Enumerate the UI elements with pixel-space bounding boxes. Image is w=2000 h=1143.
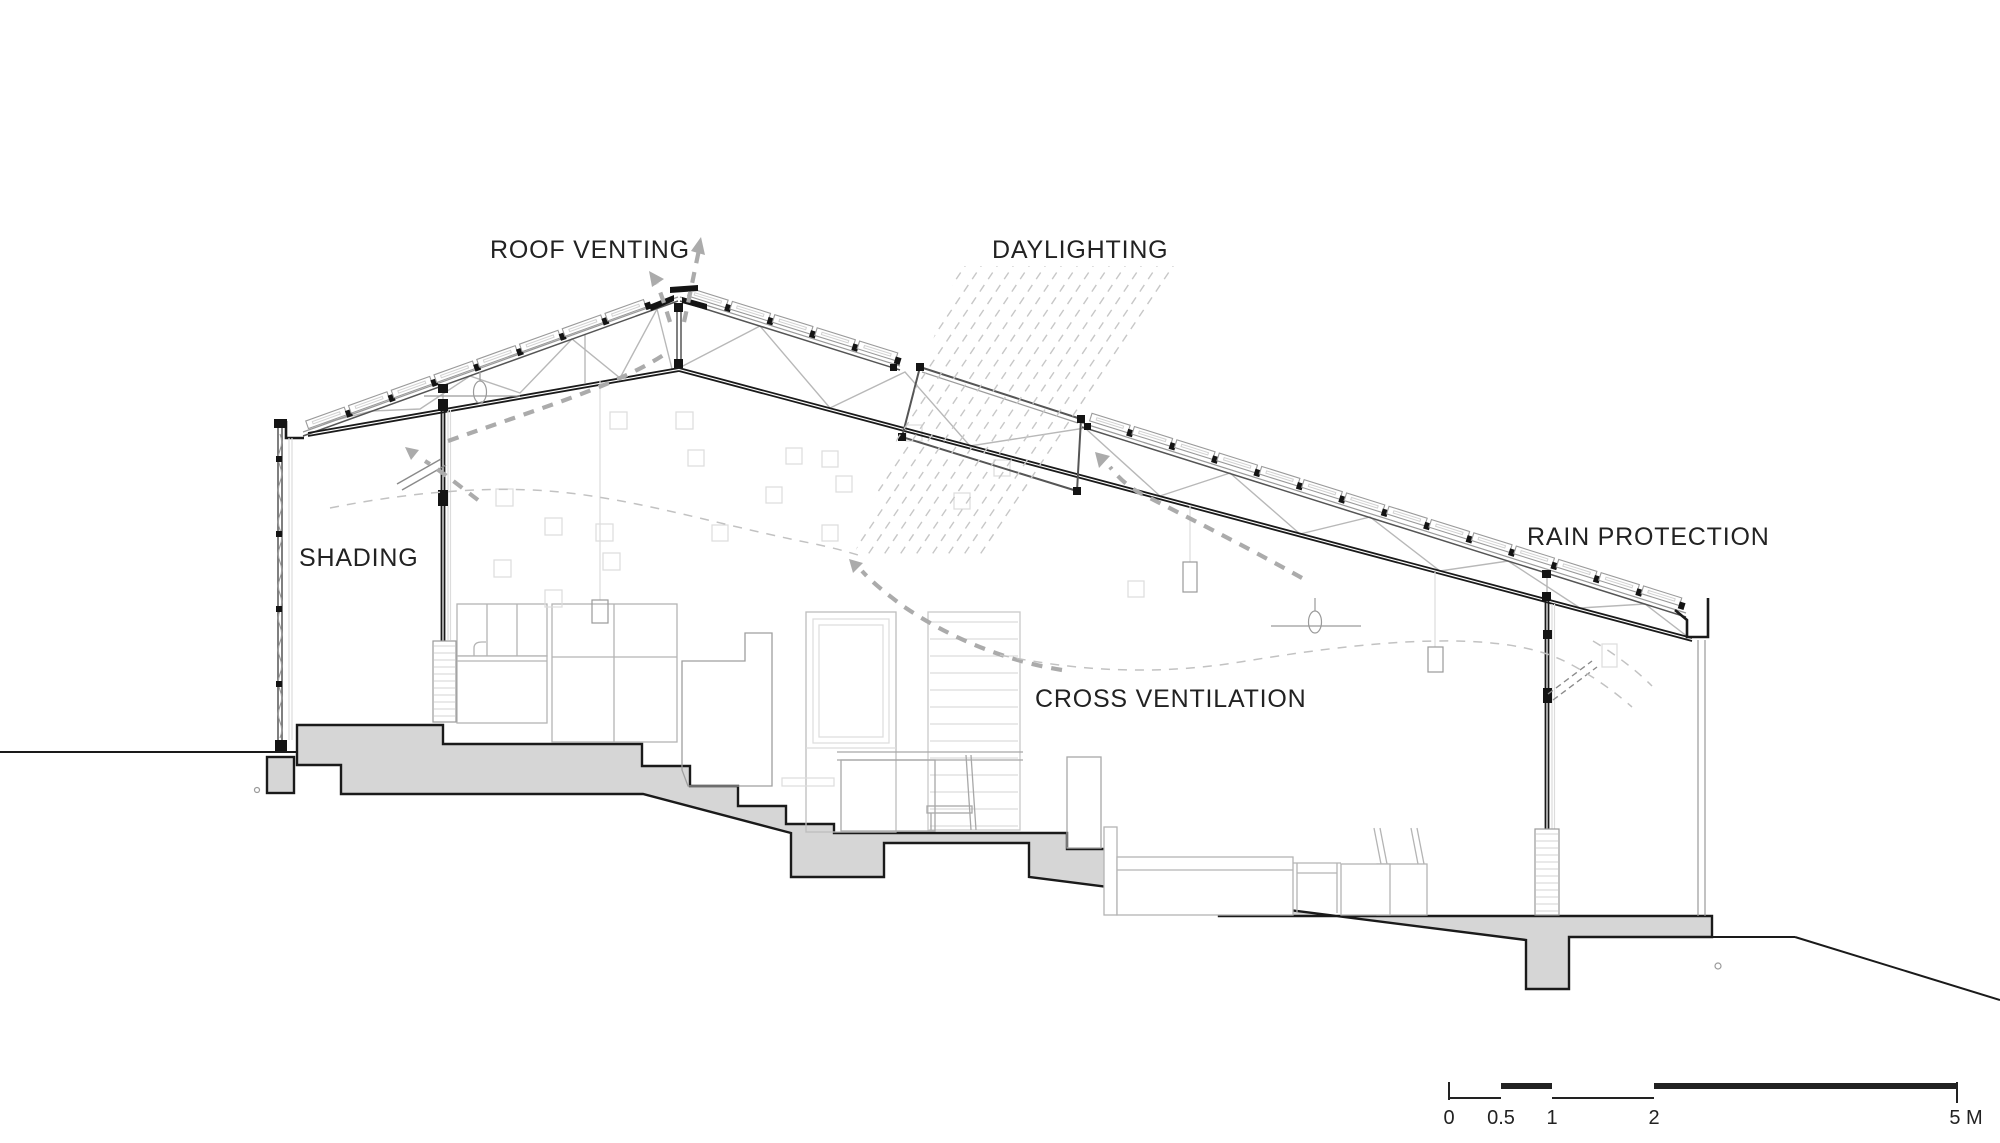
stepped-foundation: [295, 723, 1714, 991]
pendant-lights: [424, 372, 1444, 673]
right-column-plinth: [1534, 828, 1560, 916]
roof-panels: [305, 287, 1686, 610]
skylight: [890, 363, 1091, 495]
right-column: [1534, 570, 1560, 916]
scale-tick-05: 0.5: [1487, 1107, 1515, 1129]
interior-flow-left: [329, 488, 859, 556]
roof-vent-arrow-right: [681, 249, 702, 323]
screen-base: [275, 740, 287, 751]
sun-rays: [853, 266, 1175, 558]
pendant-light: [1427, 572, 1444, 673]
label-rain-protection: RAIN PROTECTION: [1527, 523, 1770, 551]
window-bench: [781, 777, 835, 787]
left-eave-detail: [284, 421, 304, 440]
sofa: [1103, 826, 1294, 916]
interior-flow-right-2: [1592, 640, 1653, 687]
interior-flow-right: [999, 640, 1633, 708]
roof-vent-arrowhead-left: [649, 271, 664, 287]
label-roof-venting: ROOF VENTING: [490, 236, 690, 264]
desk: [837, 751, 1023, 832]
pendant-light: [591, 380, 609, 624]
tall-cabinet: [681, 632, 773, 787]
label-shading: SHADING: [299, 544, 419, 572]
left-clerestory-arrow: [423, 459, 480, 502]
right-roof-arrowhead: [1095, 452, 1110, 468]
clerestory-panel-left: [396, 458, 447, 491]
left-column: [432, 384, 457, 723]
armchairs: [1340, 827, 1428, 916]
shading-screen: [274, 419, 293, 751]
roof-vent-arrowhead-right: [691, 237, 705, 255]
annotations: ROOF VENTING DAYLIGHTING SHADING RAIN PR…: [299, 236, 1770, 713]
kitchen-cabinets: [456, 603, 678, 743]
interior-furniture: [456, 603, 1428, 916]
scale-tick-2: 2: [1648, 1107, 1659, 1129]
scale-tick-1: 1: [1546, 1107, 1557, 1129]
clerestory-panel-right: [1547, 660, 1598, 701]
pendant-light: [1271, 598, 1361, 634]
terrain: [0, 751, 2000, 1001]
screen-top-cap: [274, 419, 287, 428]
window: [781, 611, 897, 833]
label-cross-ventilation: CROSS VENTILATION: [1035, 685, 1307, 713]
pendant-light: [424, 372, 520, 404]
left-column-plinth: [432, 640, 457, 723]
screen-footing: [265, 755, 296, 795]
cross-vent-arrow: [860, 569, 1063, 673]
right-wall: [1697, 640, 1706, 916]
pendant-light: [1182, 506, 1198, 593]
coffee-table: [1293, 862, 1341, 913]
airflow-arrows: [329, 237, 1653, 708]
foundation: [265, 723, 1714, 991]
side-panel: [1066, 756, 1102, 849]
left-clerestory-arrowhead: [405, 447, 419, 460]
scale-end-label: 5 M: [1949, 1107, 1982, 1129]
roof-truss: [284, 296, 1710, 642]
wall-pattern-squares: [493, 411, 1618, 668]
terrain-marker-left: [253, 786, 261, 794]
roof-vent-arrow-left: [655, 283, 673, 323]
cross-vent-arrowhead: [849, 559, 863, 573]
desk-chair: [926, 754, 977, 831]
terrain-marker-right: [1714, 962, 1722, 970]
right-eave-gutter: [1674, 598, 1710, 639]
scale-bar: 0 0.5 1 2 5 M: [1443, 1082, 1983, 1129]
right-roof-arrow: [1108, 465, 1304, 580]
label-daylighting: DAYLIGHTING: [992, 236, 1168, 264]
scale-tick-0: 0: [1443, 1107, 1454, 1129]
